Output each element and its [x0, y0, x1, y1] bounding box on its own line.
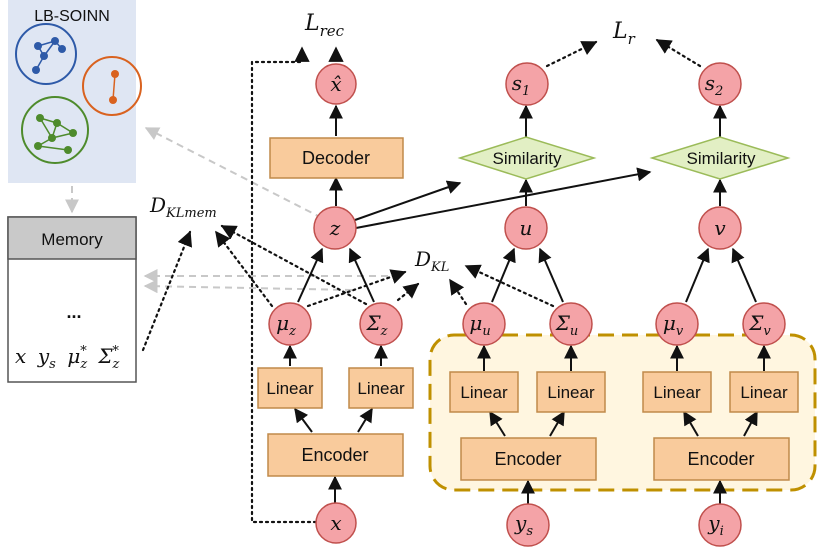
sigmaz-to-dkl-dotted-arrow: [396, 282, 420, 302]
lbsoinn-panel: LB-SOINN: [8, 0, 142, 183]
node-mu-v: μv: [655, 302, 699, 346]
svg-text:yi: yi: [707, 511, 723, 539]
muz-to-z-arrow: [297, 247, 324, 303]
z-to-sim2-arrow: [355, 167, 652, 229]
s1-to-lr-dotted-arrow: [545, 40, 598, 68]
svg-text:s1: s1: [512, 71, 531, 99]
memory-ellipsis: ...: [66, 302, 81, 322]
sigmaz-to-z-arrow: [348, 247, 375, 303]
similarity-label-2: Similarity: [687, 149, 756, 168]
solid-arrows: [283, 104, 771, 505]
memory-table: Memory ... x ys μz* Σz*: [7, 216, 137, 383]
encoder-u-to-linear-left-arrow: [489, 410, 506, 437]
svg-text:Linear: Linear: [653, 383, 701, 402]
muz-to-dklmem-dotted-arrow: [214, 230, 274, 308]
svg-text:Linear: Linear: [740, 383, 788, 402]
blue-cluster: [15, 23, 77, 85]
encoder-block-z: Encoder: [267, 433, 404, 477]
node-xhat: x̂: [315, 63, 357, 105]
svg-text:Σz: Σz: [366, 311, 388, 339]
node-z: z: [313, 206, 357, 250]
similarity-label-1: Similarity: [493, 149, 562, 168]
encoder-block-u: Encoder: [460, 437, 597, 481]
node-sigma-z: Σz: [359, 302, 403, 346]
similarity-block-1: Similarity: [457, 136, 597, 180]
muu-to-u-arrow: [491, 247, 516, 303]
node-mu-u: μu: [462, 302, 506, 346]
muu-to-dkl-dotted-arrow: [448, 278, 468, 306]
loss-klmem-label: DKLmem: [149, 193, 217, 221]
svg-text:μu: μu: [469, 311, 490, 339]
node-s2: s2: [698, 62, 742, 106]
muz-to-dkl-dotted-arrow: [306, 269, 407, 308]
node-x: x: [315, 502, 357, 544]
decoder-block: Decoder: [269, 137, 404, 179]
loss-r-label: Lr: [612, 19, 636, 48]
encoder-v-to-linear-left-arrow: [683, 410, 699, 437]
green-cluster: [21, 96, 89, 164]
s2-to-lr-dotted-arrow: [655, 38, 702, 68]
svg-text:v: v: [714, 216, 726, 240]
sigmau-to-dkl-dotted-arrow: [464, 264, 555, 308]
linear-block-v-sigma: Linear: [729, 371, 799, 413]
node-sigma-u: Σu: [549, 302, 593, 346]
linear-block-u-mu: Linear: [449, 371, 519, 413]
dotted-arrows: [141, 38, 702, 524]
svg-text:μz: μz: [276, 311, 296, 339]
svg-text:μv: μv: [663, 311, 684, 339]
loss-rec-label: Lrec: [304, 11, 345, 40]
encoder-to-linear-right-arrow: [357, 407, 373, 433]
encoder-u-to-linear-right-arrow: [549, 410, 565, 437]
svg-text:Encoder: Encoder: [687, 449, 754, 469]
sigmav-to-v-arrow: [731, 247, 757, 303]
lbsoinn-title: LB-SOINN: [34, 8, 110, 25]
svg-text:Encoder: Encoder: [494, 449, 561, 469]
svg-text:Σv: Σv: [748, 311, 771, 339]
svg-text:Σu: Σu: [555, 311, 579, 339]
memory-row: x ys μz* Σz*: [15, 338, 119, 373]
linear-block-z-sigma: Linear: [348, 367, 414, 409]
svg-text:z: z: [329, 216, 341, 240]
linear-block-u-sigma: Linear: [536, 371, 606, 413]
sigmau-to-u-arrow: [538, 247, 564, 303]
linear-block-z-mu: Linear: [257, 367, 323, 409]
node-s1: s1: [505, 62, 549, 106]
node-sigma-v: Σv: [742, 302, 786, 346]
decoder-label: Decoder: [302, 148, 370, 168]
memory-header: Memory: [41, 230, 103, 249]
sigma-to-memory-arrow-2: [143, 279, 353, 294]
node-ys: ys: [506, 503, 550, 547]
svg-text:Linear: Linear: [460, 383, 508, 402]
x-to-lrec-dotted-path: [250, 46, 318, 524]
svg-text:ys: ys: [514, 511, 533, 539]
gray-dashed-arrows: [65, 127, 400, 294]
memory-to-dklmem-dotted-arrow: [141, 230, 193, 352]
z-to-lbsoinn-arrow: [144, 127, 323, 219]
encoder-v-to-linear-right-arrow: [743, 410, 758, 437]
svg-text:s2: s2: [705, 71, 724, 99]
svg-text:u: u: [520, 216, 533, 240]
muv-to-v-arrow: [685, 247, 710, 303]
node-u: u: [504, 206, 548, 250]
loss-kl-label: DKL: [414, 247, 449, 275]
orange-cluster: [82, 56, 142, 116]
svg-text:Linear: Linear: [357, 379, 405, 398]
svg-text:x: x: [330, 511, 341, 535]
svg-text:Linear: Linear: [266, 379, 314, 398]
svg-text:Linear: Linear: [547, 383, 595, 402]
svg-text:Encoder: Encoder: [301, 445, 368, 465]
z-to-sim1-arrow: [354, 180, 462, 221]
node-yi: yi: [698, 503, 742, 547]
similarity-block-2: Similarity: [649, 136, 791, 180]
encoder-block-v: Encoder: [653, 437, 790, 481]
node-mu-z: μz: [268, 302, 312, 346]
encoder-to-linear-left-arrow: [294, 407, 313, 433]
svg-text:x̂: x̂: [330, 72, 341, 96]
node-v: v: [698, 206, 742, 250]
linear-block-v-mu: Linear: [642, 371, 712, 413]
